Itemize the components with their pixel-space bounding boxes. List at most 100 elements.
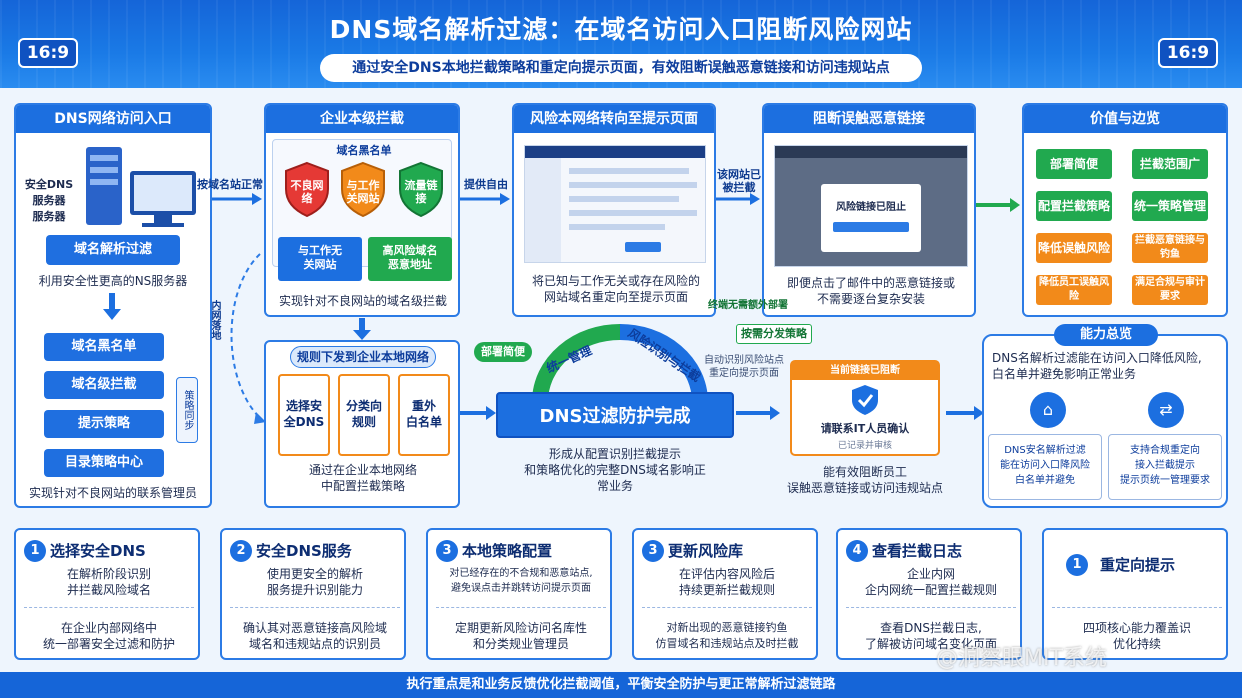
building-icon: ⌂ (1030, 392, 1066, 428)
server-computer-icon (86, 147, 196, 227)
value-btn-config[interactable]: 配置拦截策略 (1036, 191, 1112, 221)
value-btn-coverage[interactable]: 拦截范围广 (1132, 149, 1208, 179)
step-card-3: 3 本地策略配置 对已经存在的不合规和恶意站点, 避免误点击并跳转访问提示页面 … (426, 528, 612, 660)
dns-protection-complete: DNS过滤防护完成 (496, 392, 734, 438)
step-title: 选择安全DNS (50, 542, 146, 560)
step-detail: 定期更新风险访问名库性 和分类规业管理员 (454, 621, 587, 651)
server-label: 安全DNS 服务器 服务器 (24, 178, 74, 223)
dns-filter-button[interactable]: 域名解析过滤 (46, 235, 180, 265)
local-bottom: 通过在企业本地网络 中配置拦截策略 (308, 463, 417, 493)
step-number: 4 (846, 540, 868, 562)
tip-policy-button[interactable]: 提示策略 (44, 410, 164, 438)
step-desc: 使用更安全的解析 服务提升识别能力 (266, 567, 363, 597)
panel-value: 价值与边览 部署简便 拦截范围广 配置拦截策略 统一策略管理 降低误触风险 拦截… (1022, 103, 1228, 317)
step-desc: 对已经存在的不合规和恶意站点, 避免误点击并跳转访问提示页面 (449, 568, 593, 594)
value-btn-phishing[interactable]: 拦截恶意链接与钓鱼 (1132, 233, 1208, 263)
center-bottom: 形成从配置识别拦截提示 和策略优化的完整DNS域名影响正 常业务 (524, 447, 706, 493)
step-card-1: 1 选择安全DNS 在解析阶段识别 并拦截风险域名 在企业内部网络中 统一部署安… (14, 528, 200, 660)
value-btn-deploy[interactable]: 部署简便 (1036, 149, 1112, 179)
step-detail: 对新出现的恶意链接钓鱼 仿冒域名和违规站点及时拦截 (655, 621, 799, 650)
step-desc: 在评估内容风险后 持续更新拦截规则 (678, 567, 775, 597)
panel-ability: 能力总览 DNS名解析过滤能在访问入口降低风险, 白名单并避免影响正常业务 ⌂ … (982, 324, 1228, 508)
value-btn-compliance[interactable]: 满足合规与审计要求 (1132, 275, 1208, 305)
step-title: 安全DNS服务 (256, 542, 352, 560)
policy-center-button[interactable]: 目录策略中心 (44, 449, 164, 477)
step-detail: 在企业内部网络中 统一部署安全过滤和防护 (42, 621, 175, 651)
notice-header: 当前链接已阻断 (792, 362, 938, 380)
ability-card-redirect: 支持合规重定向 接入拦截提示 提示页统一管理要求 (1108, 434, 1222, 500)
side-label: 内网落地 (209, 300, 220, 340)
notice-sub: 已记录并审核 (837, 441, 892, 451)
panel1-desc: 利用安全性更高的NS服务器 (38, 274, 188, 288)
step-number: 2 (230, 540, 252, 562)
blacklist-button[interactable]: 域名黑名单 (44, 333, 164, 361)
panel3-bottom: 将已知与工作无关或存在风险的 网站域名重定向至提示页面 (531, 274, 700, 304)
blacklist-label: 域名黑名单 (336, 144, 392, 157)
domain-block-button[interactable]: 域名级拦截 (44, 371, 164, 399)
center-note: 自动识别风险站点 重定向提示页面 (704, 355, 784, 379)
arrow1-label: 按域名站正常 (197, 178, 263, 191)
arrow-right-icon (736, 406, 780, 420)
panel-title: DNS网络访问入口 (16, 105, 210, 133)
arrow-right-icon (460, 193, 510, 205)
step-detail: 查看DNS拦截日志, 了解被访问域名变化页面 (864, 621, 997, 651)
ratio-badge-left: 16:9 (18, 38, 78, 68)
local-title: 规则下发到企业本地网络 (290, 346, 436, 368)
notice-bottom: 能有效阻断员工 误触恶意链接或访问违规站点 (786, 465, 943, 495)
ability-title: 能力总览 (1054, 324, 1158, 346)
header-banner: 16:9 16:9 DNS域名解析过滤：在域名访问入口阻断风险网站 通过安全DN… (0, 0, 1242, 88)
step-title: 本地策略配置 (462, 542, 553, 560)
tag-easy-deploy: 部署简便 (474, 342, 532, 362)
step-card-2: 2 安全DNS服务 使用更安全的解析 服务提升识别能力 确认其对恶意链接高风险域… (220, 528, 406, 660)
ratio-badge-right: 16:9 (1158, 38, 1218, 68)
panel-title: 价值与边览 (1024, 105, 1226, 133)
panel-title: 风险本网络转向至提示页面 (514, 105, 714, 133)
arrow3-label: 该网站已 被拦截 (717, 168, 761, 194)
panel-enterprise-block: 企业本级拦截 域名黑名单 不良网络 与工作 关网站 流量链接 与工作无 关网站 … (264, 103, 460, 317)
step-title: 更新风险库 (668, 542, 744, 560)
panel-block-link: 阻断误触恶意链接 风险链接已阻止 即便点击了邮件中的恶意链接或 不需要逐台复杂安… (762, 103, 976, 317)
block-dialog-title: 风险链接已阻止 (836, 202, 906, 213)
step-number: 1 (24, 540, 46, 562)
arrow-right-icon (946, 406, 984, 420)
page-title: DNS域名解析过滤：在域名访问入口阻断风险网站 (329, 15, 913, 44)
shield-green-icon: 流量链接 (398, 161, 444, 217)
local-card-dns[interactable]: 选择安 全DNS (278, 374, 330, 456)
panel-dns-entry: DNS网络访问入口 安全DNS 服务器 服务器 域名解析过滤 利用安全性更高的N… (14, 103, 212, 508)
step-number: 1 (1066, 554, 1088, 576)
value-btn-employee[interactable]: 降低员工误触风险 (1036, 275, 1112, 305)
local-card-rules[interactable]: 分类向 规则 (338, 374, 390, 456)
footer-banner: 执行重点是和业务反馈优化拦截阈值，平衡安全防护与更正常解析过滤链路 (0, 672, 1242, 698)
step-number: 3 (436, 540, 458, 562)
dialog-confirm-button[interactable] (833, 222, 909, 232)
sync-side-tag: 策略同步 (176, 377, 198, 443)
redirect-icon: ⇄ (1148, 392, 1184, 428)
panel-title: 企业本级拦截 (266, 105, 458, 133)
step-title: 查看拦截日志 (872, 542, 963, 560)
arrow-right-icon (212, 193, 262, 205)
arrow-down-icon (103, 293, 121, 320)
step-number: 3 (642, 540, 664, 562)
step-detail: 确认其对恶意链接高风险域 域名和违规站点的识别员 (242, 621, 387, 651)
value-btn-unified[interactable]: 统一策略管理 (1132, 191, 1208, 221)
step-detail: 四项核心能力覆盖识 优化持续 (1082, 621, 1191, 651)
panel2-bottom: 实现针对不良网站的域名级拦截 (278, 294, 447, 308)
shield-red-icon: 不良网络 (284, 161, 330, 217)
local-card-whitelist[interactable]: 重外 白名单 (398, 374, 450, 456)
step-desc: 在解析阶段识别 并拦截风险域名 (66, 567, 151, 597)
step-card-4: 3 更新风险库 在评估内容风险后 持续更新拦截规则 对新出现的恶意链接钓鱼 仿冒… (632, 528, 818, 660)
ability-card-dns: DNS安名解析过滤 能在访问入口降风险 白名单并避免 (988, 434, 1102, 500)
arrow-right-green-icon (976, 198, 1020, 212)
tag-dispatch: 按需分发策略 (736, 324, 812, 344)
step-card-5: 4 查看拦截日志 企业内网 企内网统一配置拦截规则 查看DNS拦截日志, 了解被… (836, 528, 1022, 660)
tag-nonwork-site: 与工作无 关网站 (278, 237, 362, 281)
value-btn-reduce[interactable]: 降低误触风险 (1036, 233, 1112, 263)
tag-high-risk-domain: 高风险域名 恶意地址 (368, 237, 452, 281)
block-dialog (821, 184, 921, 252)
blocked-page-screenshot: 风险链接已阻止 (774, 145, 968, 267)
dashed-connector (230, 253, 266, 424)
tag-no-install: 终端无需额外部署 (708, 300, 788, 311)
panel4-bottom: 即便点击了邮件中的恶意链接或 不需要逐台复杂安装 (786, 276, 955, 306)
watermark: @洞察眼MIT系统 (936, 646, 1107, 671)
arrow-down-icon (353, 318, 371, 340)
